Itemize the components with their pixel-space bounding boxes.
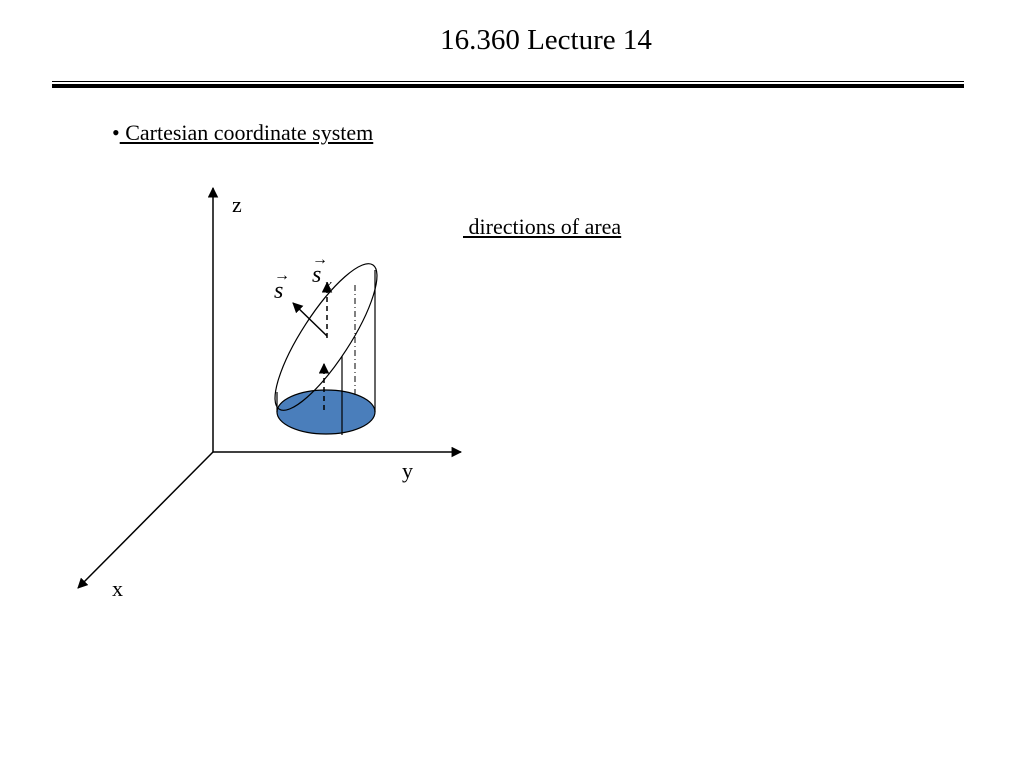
slide-title: 16.360 Lecture 14: [440, 24, 652, 56]
bullet-item: • Cartesian coordinate system: [112, 120, 373, 146]
area-directions-note: directions of area: [463, 214, 622, 239]
y-axis-label: y: [402, 458, 413, 483]
sx-vector-label: s: [312, 262, 321, 288]
s-vector-line: [292, 302, 328, 337]
bullet-text: Cartesian coordinate system: [119, 120, 374, 145]
s-vector-label: s: [274, 278, 283, 304]
sx-vector-subscript: x: [324, 277, 332, 293]
title-rule-thin: [52, 81, 964, 82]
x-axis: [77, 451, 214, 589]
sx-vector-arrow-glyph: →: [312, 251, 328, 268]
bullet-marker: •: [112, 120, 120, 145]
z-axis-label: z: [232, 192, 242, 217]
title-rule-thick: [52, 84, 964, 88]
s-vector-arrow-glyph: →: [274, 267, 290, 284]
projected-area-ellipse: [276, 389, 376, 435]
inclined-surface-ellipse: [274, 263, 378, 411]
x-axis-label: x: [112, 576, 123, 601]
